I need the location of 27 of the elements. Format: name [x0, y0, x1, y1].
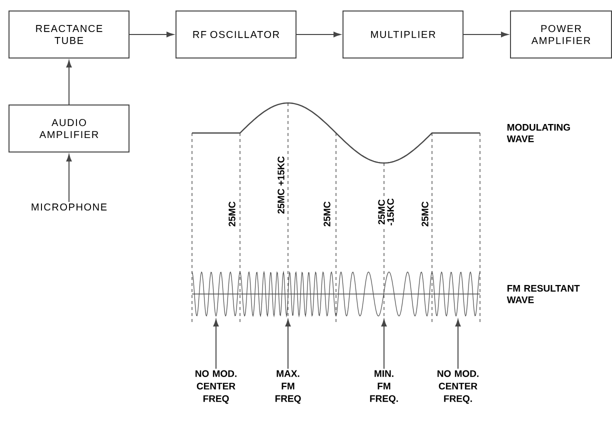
annotation-text: MAX. FM FREQ: [275, 370, 301, 404]
arrow: [463, 32, 508, 38]
frequency-label: 25MC +15KC: [276, 155, 286, 215]
wave-label: FM RESULTANT WAVE: [506, 284, 580, 304]
leader-arrow: [455, 319, 461, 370]
process-box: AUDIO AMPLIFIER: [8, 104, 130, 152]
leader-arrow: [213, 319, 219, 370]
process-box: POWER AMPLIFIER: [510, 10, 612, 58]
arrow: [296, 32, 341, 38]
frequency-label: 25MC: [322, 200, 332, 228]
frequency-label: 25MC: [420, 200, 430, 228]
annotation-text: NO MOD. CENTER FREQ.: [438, 370, 478, 404]
process-box: REACTANCE TUBE: [8, 10, 130, 58]
arrow: [129, 32, 174, 38]
process-box: MULTIPLIER: [342, 10, 464, 58]
leader-arrow: [285, 319, 291, 370]
leader-arrow: [381, 319, 387, 370]
frequency-label: 25MC: [228, 200, 236, 228]
annotation-text: MIN. FM FREQ.: [370, 370, 398, 404]
annotation-text: MICROPHONE: [32, 203, 107, 211]
arrow: [66, 60, 72, 105]
frequency-label: 25MC -15KC: [377, 196, 395, 228]
fm-wave-drawing: [192, 272, 480, 316]
annotation-text: NO MOD. CENTER FREQ: [196, 370, 236, 404]
process-box: RF OSCILLATOR: [176, 10, 296, 58]
wave-label: MODULATING WAVE: [506, 124, 570, 142]
arrow: [66, 154, 72, 202]
